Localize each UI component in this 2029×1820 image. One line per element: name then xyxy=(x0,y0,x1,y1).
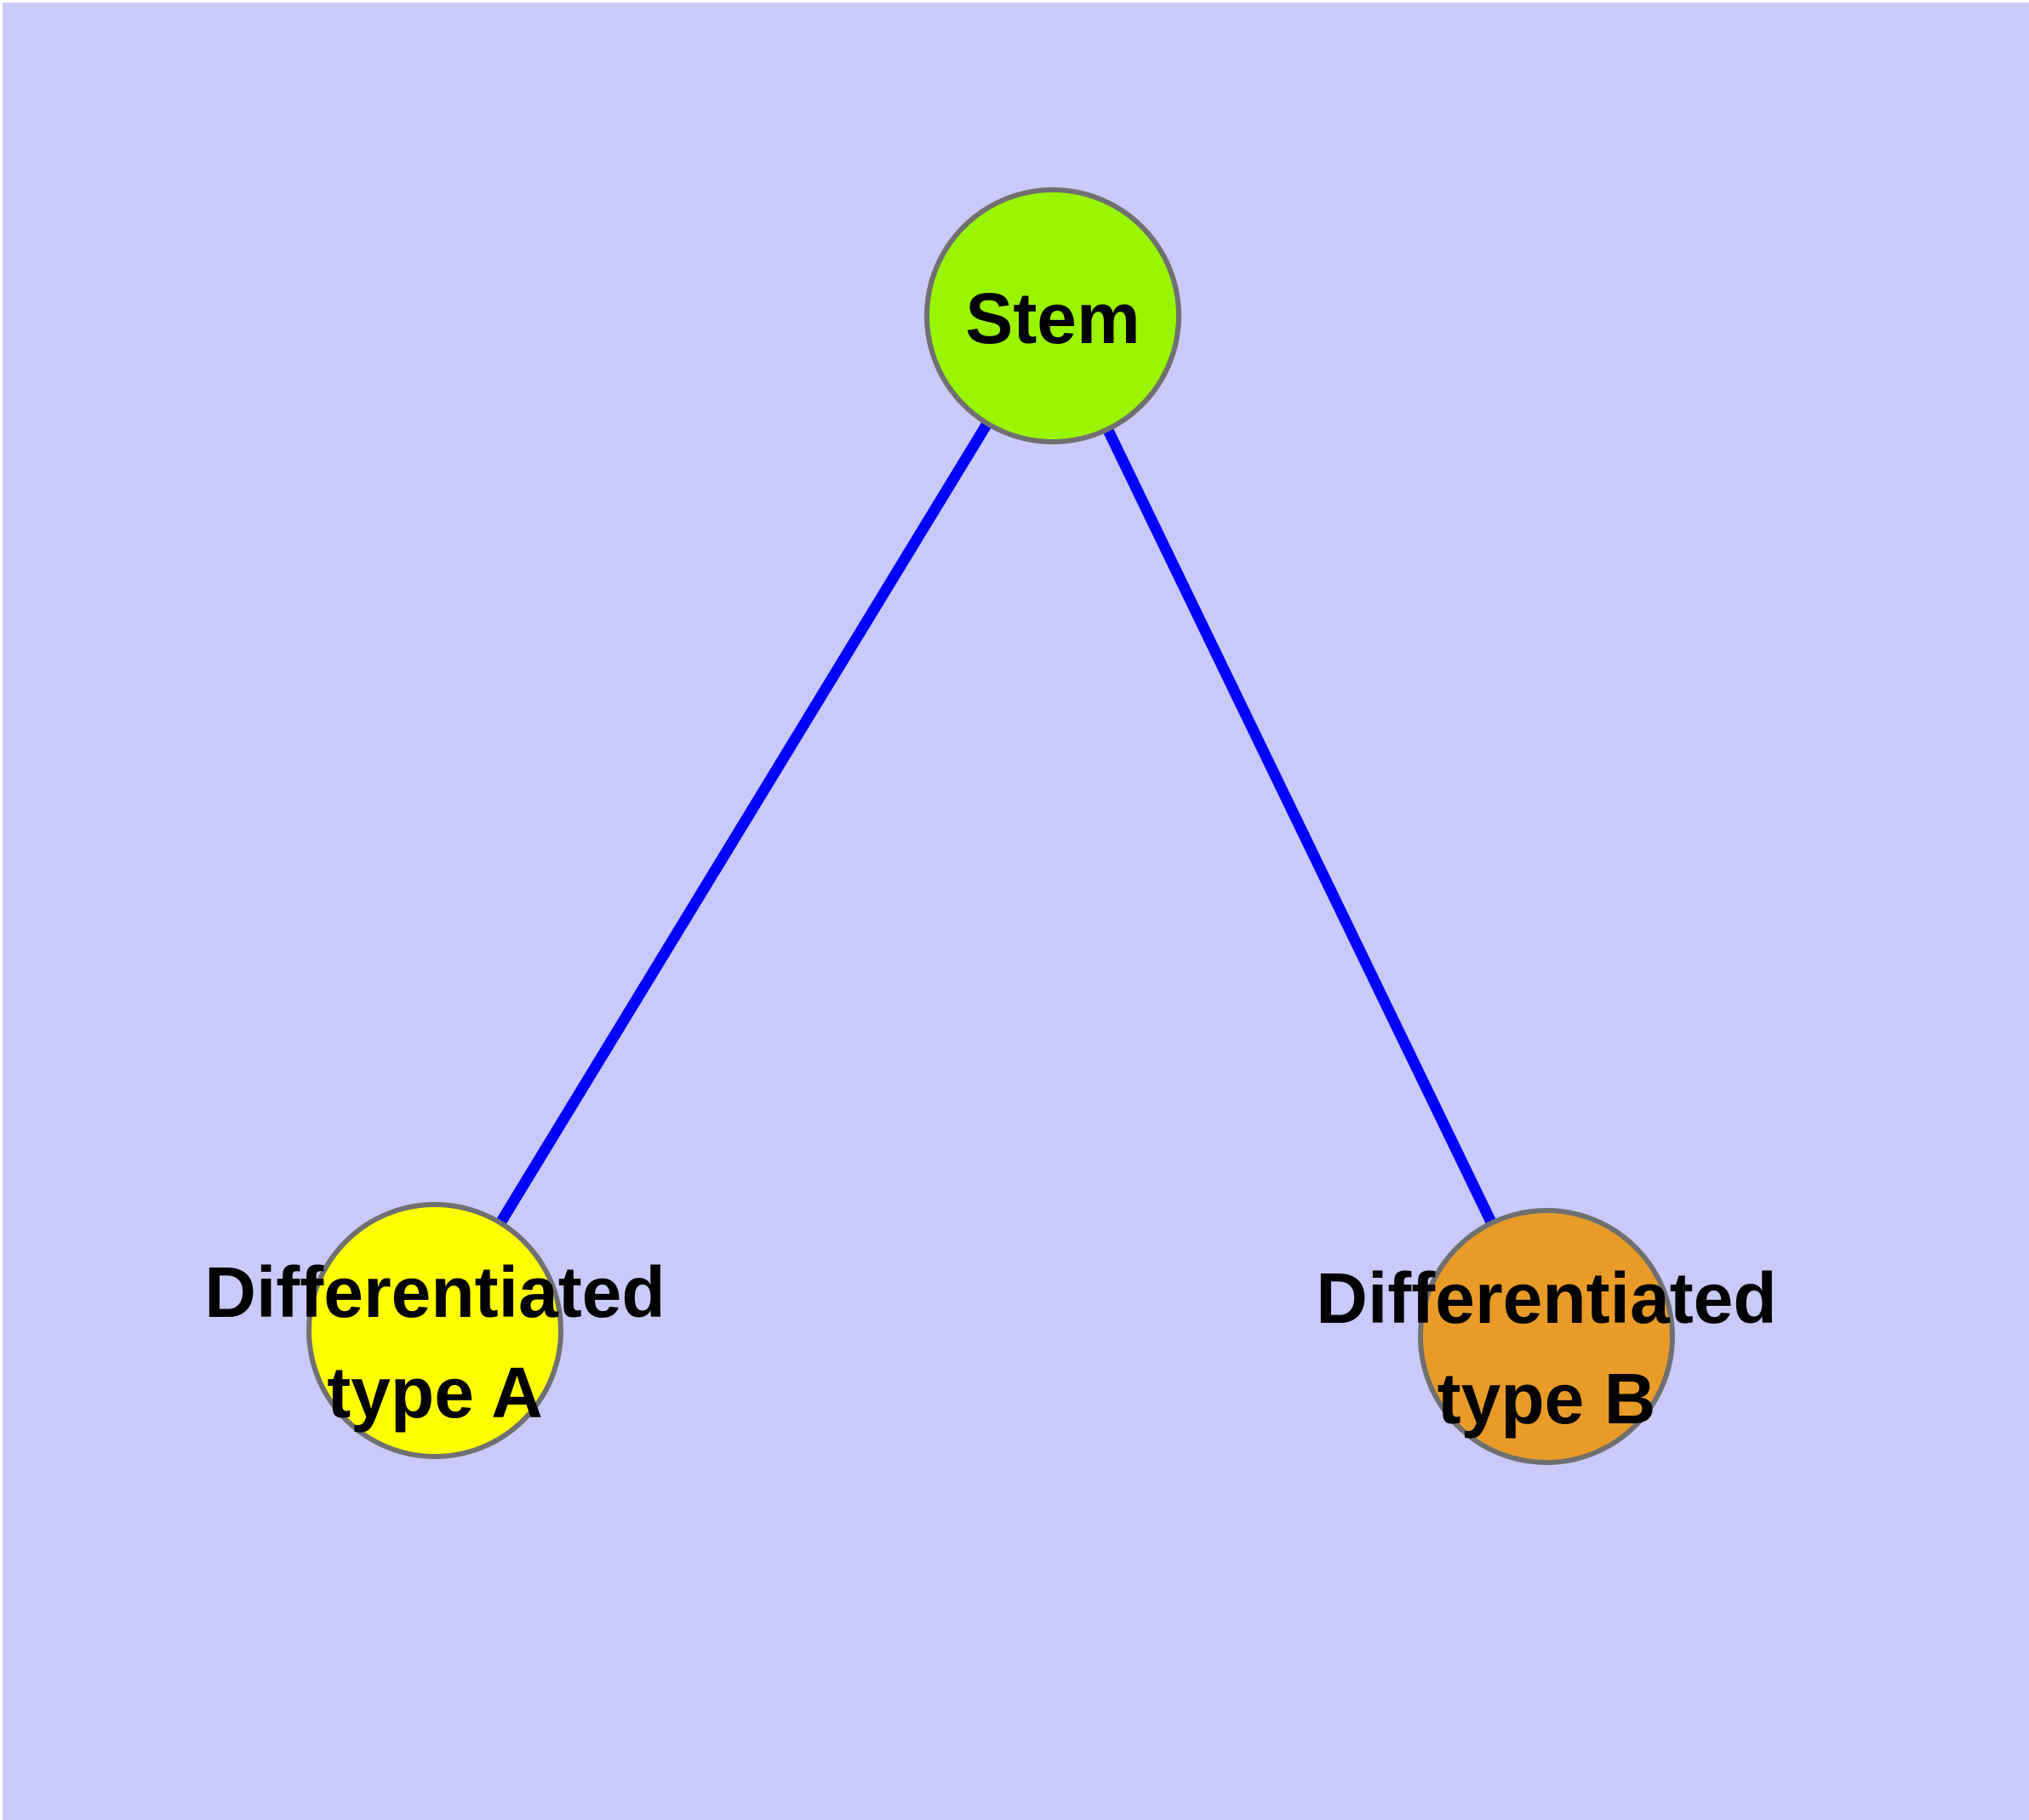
node-stem xyxy=(924,187,1181,444)
node-type-a-label-line1: Differentiated xyxy=(204,1252,665,1332)
edges-layer xyxy=(430,312,1552,1339)
node-differentiated-type-a xyxy=(306,1202,563,1459)
edge-stem-to-type-b xyxy=(1048,313,1552,1339)
labels-layer: Stem Differentiated type A Differentiate… xyxy=(204,278,1776,1439)
nodes-layer xyxy=(306,187,1675,1465)
node-type-b-label-line1: Differentiated xyxy=(1316,1258,1776,1338)
node-type-b-label-line2: type B xyxy=(1437,1359,1656,1439)
node-type-a-label-line2: type A xyxy=(327,1353,543,1433)
node-differentiated-type-b xyxy=(1418,1208,1675,1465)
node-stem-label: Stem xyxy=(965,278,1140,358)
edge-stem-to-type-a xyxy=(430,312,1058,1334)
